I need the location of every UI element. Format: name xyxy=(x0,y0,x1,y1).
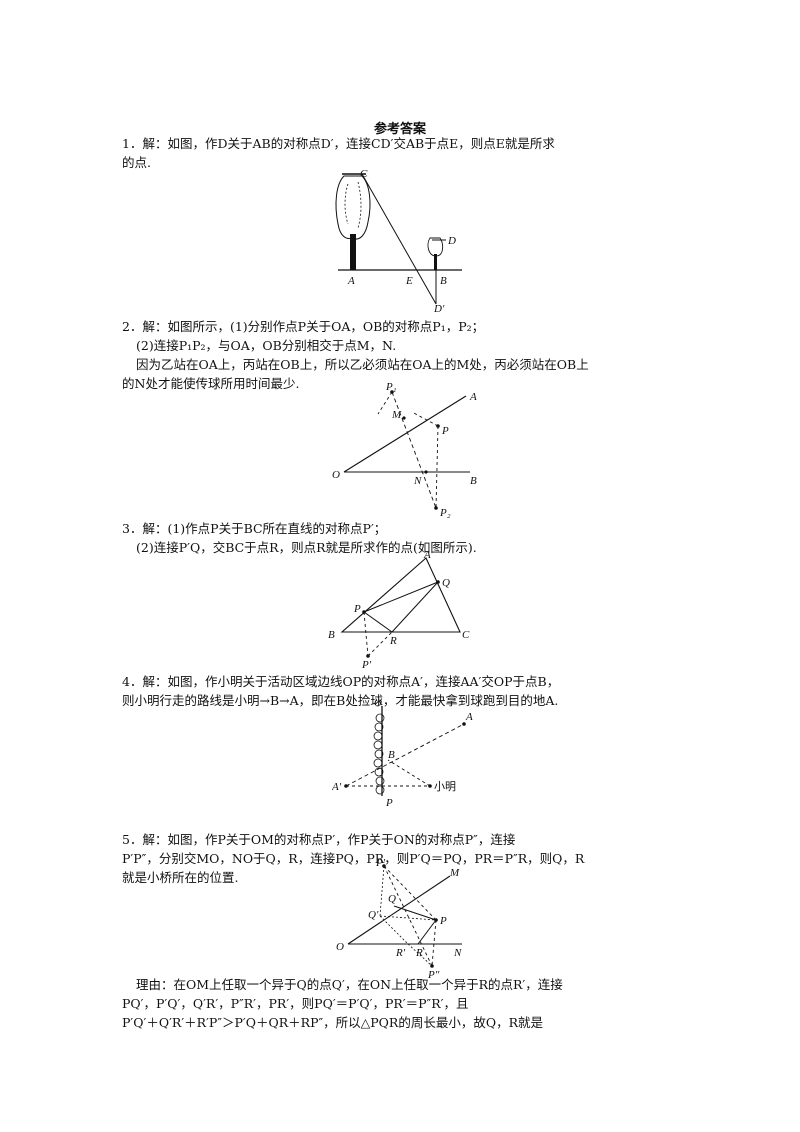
label-P: P xyxy=(441,425,449,437)
label-B: B xyxy=(470,475,477,487)
figure-5-bridge-reflection: P′ M Q Q′ P O R′ R N P″ xyxy=(336,857,462,980)
answer-2-line-4: 的N处才能使传球所用时间最少. xyxy=(122,376,300,391)
reason-line-3: P′Q′＋Q′R′＋R′P″＞P′Q＋QR＋RP″，所以△PQR的周长最小，故Q… xyxy=(122,1015,543,1030)
answer-4-line-2: 则小明行走的路线是小明→B→A，即在B处捡球，才能最快拿到球跑到目的地A. xyxy=(122,693,559,708)
label-N: N xyxy=(453,947,462,959)
answer-5-line-2: P′P″，分别交MO，NO于Q，R，连接PQ，PR，则P′Q＝PQ，PR＝P″R… xyxy=(122,851,585,866)
label-Qprime: Q′ xyxy=(368,909,379,921)
label-M: M xyxy=(391,409,402,421)
label-xiaoming: 小明 xyxy=(434,780,456,793)
answer-1-line-2: 的点. xyxy=(122,155,151,170)
answer-3-line-1: 3．解：(1)作点P关于BC所在直线的对称点P′； xyxy=(122,521,387,536)
answer-3-line-2: (2)连接P′Q，交BC于点R，则点R就是所求作的点(如图所示). xyxy=(136,540,477,555)
page-title: 参考答案 xyxy=(373,122,426,137)
label-R: R xyxy=(389,635,397,647)
label-B: B xyxy=(440,275,447,287)
label-Q: Q xyxy=(388,893,396,905)
reason-line-1: 理由：在OM上任取一个异于Q的点Q′，在ON上任取一个异于R的点R′，连接 xyxy=(136,977,563,992)
answer-4-line-1: 4．解：如图，作小明关于活动区域边线OP的对称点A′，连接AA′交OP于点B， xyxy=(122,674,560,689)
label-R: R xyxy=(415,947,423,959)
reason-line-2: PQ′，P′Q′，Q′R′，P″R′，PR′，则PQ′＝P′Q′，PR′＝P″R… xyxy=(122,996,469,1011)
label-E: E xyxy=(405,275,413,287)
label-Q: Q xyxy=(442,577,450,589)
figure-1-tree-reflection: C D A E B D′ xyxy=(335,168,462,314)
label-P1: P₁ xyxy=(385,381,397,393)
figure-2-angle-reflection: P₁ A M P O N B P₂ xyxy=(332,381,477,519)
label-A: A xyxy=(465,711,473,723)
label-A: A xyxy=(423,552,431,561)
label-Pprime: P′ xyxy=(361,659,372,670)
label-M: M xyxy=(449,867,460,879)
answer-1-line-1: 1．解：如图，作D关于AB的对称点D′，连接CD′交AB于点E，则点E就是所求 xyxy=(122,136,555,151)
label-N: N xyxy=(413,475,422,487)
label-P2: P₂ xyxy=(439,507,451,519)
answer-2-line-3: 因为乙站在OA上，丙站在OB上，所以乙必须站在OA上的M处，丙必须站在OB上 xyxy=(136,357,589,372)
answer-5-line-3: 就是小桥所在的位置. xyxy=(122,870,239,885)
label-O: O xyxy=(374,700,382,709)
label-B: B xyxy=(388,749,395,761)
label-P: P xyxy=(439,915,447,927)
answer-5-line-1: 5．解：如图，作P关于OM的对称点P′，作P关于ON的对称点P″，连接 xyxy=(122,832,516,847)
label-Pprime: P′ xyxy=(375,857,386,869)
answer-2-line-1: 2．解：如图所示，(1)分别作点P关于OA，OB的对称点P₁，P₂； xyxy=(122,319,485,334)
label-P: P xyxy=(385,797,393,809)
label-O: O xyxy=(332,469,340,481)
label-Rprime: R′ xyxy=(395,947,406,959)
label-Dprime: D′ xyxy=(433,303,445,314)
label-P: P xyxy=(353,603,361,615)
label-Aprime: A′ xyxy=(332,781,342,793)
figure-3-triangle-reflection: A Q P B R C P′ xyxy=(328,552,470,670)
label-C: C xyxy=(462,629,470,641)
answer-2-line-2: (2)连接P₁P₂，与OA，OB分别相交于点M，N. xyxy=(136,338,397,353)
figure-4-playground-reflection: O A B A′ 小明 P xyxy=(332,700,473,809)
label-B: B xyxy=(328,629,335,641)
label-Pdoubleprime: P″ xyxy=(427,969,440,980)
label-C: C xyxy=(360,168,368,180)
label-O: O xyxy=(336,941,344,953)
label-A: A xyxy=(347,275,355,287)
label-A: A xyxy=(469,391,477,403)
label-D: D xyxy=(447,235,456,247)
